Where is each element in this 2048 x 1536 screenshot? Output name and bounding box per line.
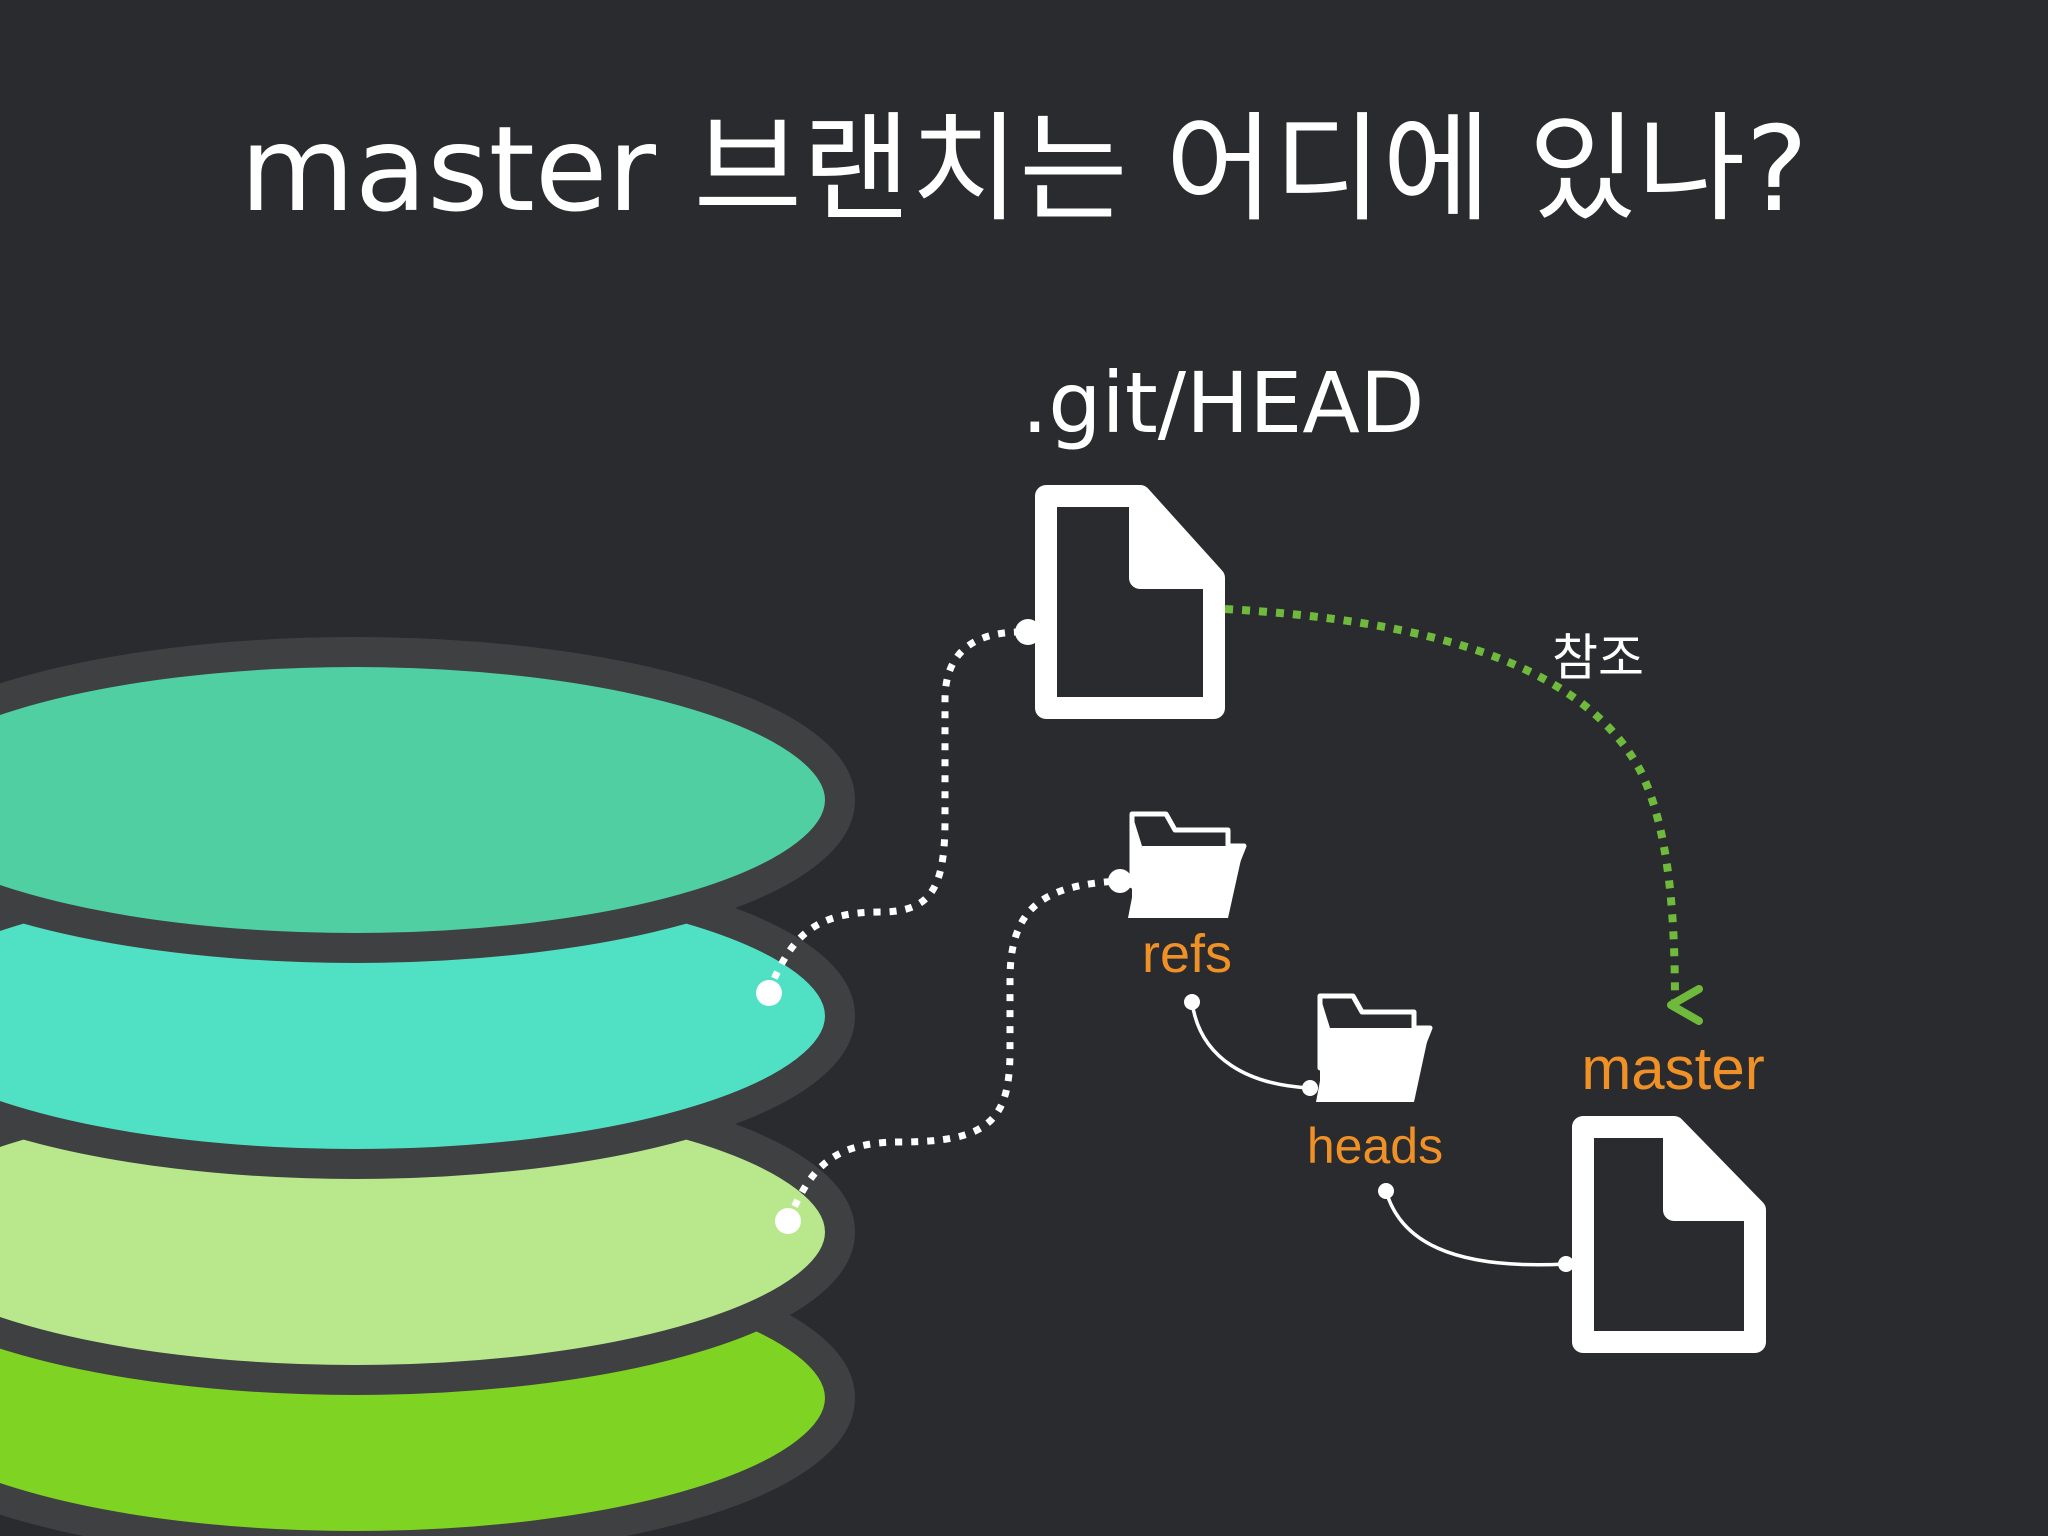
file-icon (1035, 485, 1225, 719)
connector-dot (1108, 869, 1132, 893)
commit-stack (0, 637, 855, 1536)
slide-title: master 브랜치는 어디에 있나? (240, 100, 1808, 238)
head-file-label: .git/HEAD (1022, 354, 1425, 452)
master-label: master (1581, 1035, 1764, 1102)
reference-label: 참조 (1552, 629, 1644, 687)
dotted-connector-head (764, 628, 1029, 995)
connector-dot (1558, 1256, 1574, 1272)
connector-dot (1015, 619, 1041, 645)
heads-label: heads (1307, 1118, 1443, 1174)
commit-layer-1 (0, 637, 855, 963)
connector-dot (775, 1208, 801, 1234)
connector-dot (1378, 1183, 1394, 1199)
connector-refs-heads (1190, 1001, 1311, 1090)
connector-dot (756, 980, 782, 1006)
folder-icon (1316, 993, 1433, 1102)
file-icon (1572, 1116, 1766, 1353)
connector-dot (1302, 1080, 1318, 1096)
connector-heads-master (1384, 1190, 1567, 1267)
dotted-connector-refs (784, 877, 1121, 1223)
folder-icon (1128, 811, 1247, 918)
refs-label: refs (1142, 924, 1232, 984)
connector-dot (1184, 994, 1200, 1010)
